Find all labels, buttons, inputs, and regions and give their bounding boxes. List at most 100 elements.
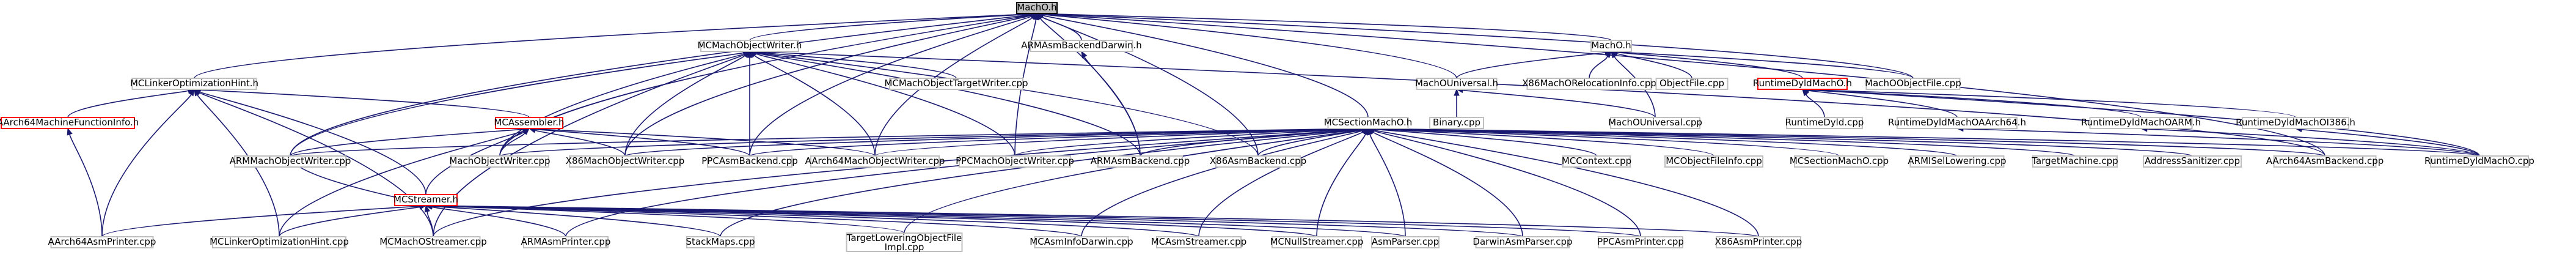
edge-line (1041, 16, 1082, 41)
node-ppcasmprinter-cpp[interactable]: PPCAsmPrinter.cpp (1597, 236, 1684, 248)
node-mclinkeropt-h[interactable]: MCLinkerOptimizationHint.h (130, 78, 258, 90)
edge-line (1014, 128, 1363, 157)
node-label: ARMAsmPrinter.cpp (521, 236, 611, 247)
node-label: MCAssembler.h (494, 117, 564, 128)
node-label: PPCAsmPrinter.cpp (1597, 236, 1684, 247)
node-box (1097, 155, 1183, 168)
node-box (2273, 155, 2377, 168)
edge-aarch64mfi-h-to-mclinkeropt-h (67, 87, 196, 118)
node-label: MCStreamer.h (393, 194, 458, 205)
node-mccontext-cpp[interactable]: MCContext.cpp (1562, 155, 1631, 168)
node-mcobjwriter-h[interactable]: MCMachObjectWriter.h (698, 40, 802, 52)
edge-line (199, 91, 426, 195)
node-box (2242, 117, 2349, 129)
edge-binary-cpp-to-machouniversal-h (1454, 88, 1460, 118)
edge-line (1374, 128, 1597, 157)
node-box (1610, 117, 1700, 129)
node-mcsectionmacho-cpp[interactable]: MCSectionMachO.cpp (1790, 155, 1889, 168)
node-x86reloc-cpp[interactable]: X86MachORelocationInfo.cpp (1522, 78, 1656, 90)
node-stackmaps-cpp[interactable]: StackMaps.cpp (686, 236, 755, 248)
node-mcobjtarget-cpp[interactable]: MCMachObjectTargetWriter.cpp (884, 78, 1028, 90)
edge-line (749, 13, 1031, 41)
node-rtdyld-cpp[interactable]: RuntimeDyld.cpp (1785, 117, 1864, 129)
edge-line (753, 54, 876, 157)
edge-line (1617, 51, 1803, 79)
node-aarch64asmbackend-cpp[interactable]: AArch64AsmBackend.cpp (2266, 155, 2384, 168)
node-mcobjfileinfo-cpp[interactable]: MCObjectFileInfo.cpp (1664, 155, 1763, 168)
node-rtdyldmacho-aarch64-h[interactable]: RuntimeDyldMachOAArch64.h (1888, 117, 2026, 129)
node-armasmprinter-cpp[interactable]: ARMAsmPrinter.cpp (521, 236, 611, 248)
node-machouniversal-h[interactable]: MachOUniversal.h (1415, 78, 1498, 90)
node-aarch64asmprinter-cpp[interactable]: AArch64AsmPrinter.cpp (48, 236, 156, 248)
node-aarch64machobjwriter-cpp[interactable]: AArch64MachObjectWriter.cpp (805, 155, 945, 168)
node-machoobjfile-cpp[interactable]: MachOObjectFile.cpp (1865, 78, 1961, 90)
node-mclinkeropt-cpp[interactable]: MCLinkerOptimizationHint.cpp (210, 236, 349, 248)
edge-machouniversal-cpp-to-machouniversal-h (1455, 87, 1656, 118)
node-box (1371, 236, 1440, 248)
node-box (1016, 2, 1058, 14)
edge-line (1042, 13, 1457, 79)
node-label: MCAsmStreamer.cpp (1151, 236, 1246, 247)
node-mcassembler-h[interactable]: MCAssembler.h (494, 117, 565, 129)
node-label: AArch64MachObjectWriter.cpp (805, 155, 945, 166)
node-armsellowering-cpp[interactable]: ARMISelLowering.cpp (1908, 155, 2007, 168)
node-box (1030, 40, 1133, 52)
node-box (1897, 117, 2018, 129)
node-x86machobjwriter-cpp[interactable]: X86MachObjectWriter.cpp (566, 155, 685, 168)
edge-line (1042, 13, 1914, 79)
node-mcasminfodarwin-cpp[interactable]: MCAsmInfoDarwin.cpp (1030, 236, 1133, 248)
node-armasmbackend-cpp[interactable]: ARMAsmBackend.cpp (1091, 155, 1190, 168)
node-asmparser-cpp[interactable]: AsmParser.cpp (1371, 236, 1440, 248)
node-rtdyldmacho-h[interactable]: RuntimeDyldMachO.h (1753, 78, 1852, 90)
node-object-macho-h[interactable]: MachO.h (1590, 40, 1632, 52)
edge-line (874, 17, 1033, 157)
edge-mcstreamer-h-to-mclinkeropt-h (193, 89, 426, 195)
edge-line (874, 128, 1363, 157)
node-objectfile-cpp[interactable]: ObjectFile.cpp (1655, 78, 1729, 90)
node-rtdyldmacho-arm-h[interactable]: RuntimeDyldMachOARM.h (2081, 117, 2201, 129)
node-box (1757, 78, 1848, 90)
node-rtdyldmacho-i386-h[interactable]: RuntimeDyldMachOI386.h (2236, 117, 2355, 129)
node-label: MCLinkerOptimizationHint.h (130, 78, 258, 89)
node-label: Impl.cpp (885, 242, 924, 253)
node-ppcasmbackend-cpp[interactable]: PPCAsmBackend.cpp (701, 155, 798, 168)
node-armmachobjwriter-cpp[interactable]: ARMMachObjectWriter.cpp (230, 155, 351, 168)
edge-line (499, 132, 525, 157)
node-box (810, 155, 940, 168)
node-label: MCMachObjectWriter.h (698, 40, 802, 51)
node-mcasmstreamer-cpp[interactable]: MCAsmStreamer.cpp (1151, 236, 1246, 248)
edge-ppcasmbackend-cpp-to-mcobjwriter-h (747, 50, 753, 157)
node-box (700, 40, 799, 52)
node-machobjwriter-cpp[interactable]: MachObjectWriter.cpp (449, 155, 551, 168)
node-binary-cpp[interactable]: Binary.cpp (1429, 117, 1484, 129)
node-label: X86MachORelocationInfo.cpp (1522, 78, 1656, 89)
node-box (686, 236, 755, 248)
node-box (1034, 236, 1129, 248)
node-ppcmachobjwriter-cpp[interactable]: PPCMachObjectWriter.cpp (956, 155, 1074, 168)
edge-arrowhead (747, 50, 753, 58)
edge-line (1963, 128, 2480, 157)
node-targetmachine-cpp[interactable]: TargetMachine.cpp (2031, 155, 2118, 168)
node-armbackend-darwin-h[interactable]: ARMAsmBackendDarwin.h (1021, 40, 1142, 52)
edge-line (1373, 129, 1759, 237)
node-mcsectionmacho-h[interactable]: MCSectionMachO.h (1324, 117, 1413, 129)
node-label: MachO.h (1017, 2, 1056, 13)
node-mcnullstreamer-cpp[interactable]: MCNullStreamer.cpp (1270, 236, 1364, 248)
edge-line (1042, 13, 1612, 41)
node-mcstreamer-h[interactable]: MCStreamer.h (393, 194, 458, 206)
node-box (569, 155, 681, 168)
edge-arrowhead (1454, 88, 1460, 96)
node-box (450, 155, 549, 168)
node-addresssanitizer-cpp[interactable]: AddressSanitizer.cpp (2143, 155, 2242, 168)
edge-line (2301, 128, 2480, 157)
edge-line (101, 206, 420, 237)
node-x86asmbackend-cpp[interactable]: X86AsmBackend.cpp (1210, 155, 1306, 168)
node-darwinasmparser-cpp[interactable]: DarwinAsmParser.cpp (1473, 236, 1573, 248)
node-machouniversal-cpp[interactable]: MachOUniversal.cpp (1608, 117, 1702, 129)
node-aarch64mfi-h[interactable]: AArch64MachineFunctionInfo.h (0, 117, 139, 129)
node-mcmachostreamer-cpp[interactable]: MCMachOStreamer.cpp (379, 236, 487, 248)
node-x86asmprinter-cpp[interactable]: X86AsmPrinter.cpp (1715, 236, 1802, 248)
node-rtdyldmacho-cpp[interactable]: RuntimeDyldMachO.cpp (2424, 155, 2534, 168)
